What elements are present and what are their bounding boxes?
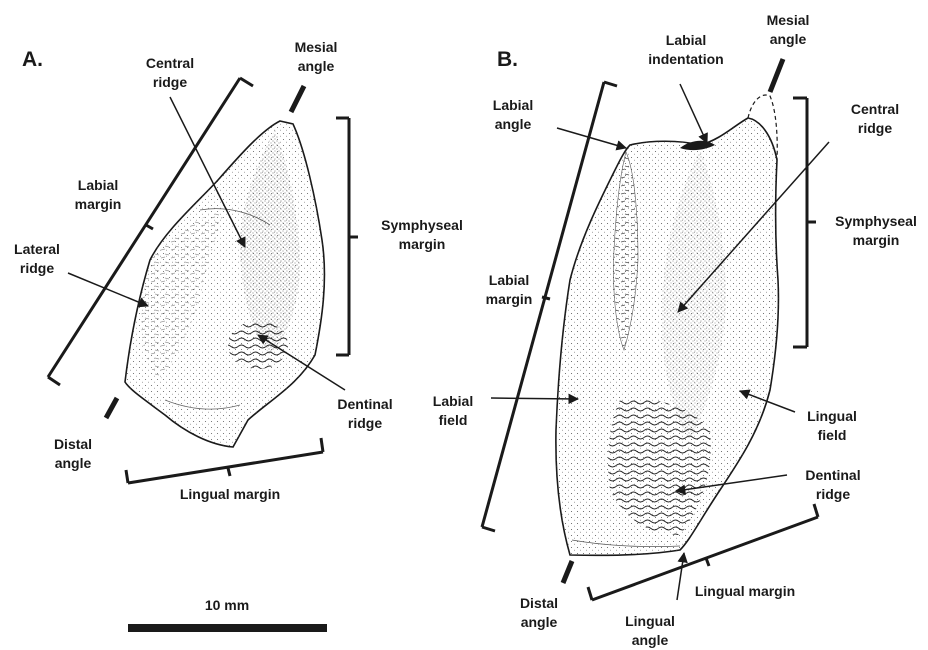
panel-b-labial-field-arrow — [491, 398, 578, 399]
panel-b-letter: B. — [497, 50, 518, 69]
panel-a-lateral-ridge-arrow — [68, 273, 148, 306]
scale-bar-label: 10 mm — [192, 596, 262, 615]
panel-b-drawing — [556, 95, 779, 555]
panel-a-drawing — [125, 121, 324, 447]
panel-b-labial-indentation-arrow — [680, 84, 707, 143]
panel-a-letter: A. — [22, 50, 43, 69]
panel-a-mesial-angle-axis — [291, 86, 304, 112]
panel-b-mesial-angle-axis — [770, 59, 783, 92]
panel-b-lingual-margin-label: Lingual margin — [683, 582, 807, 601]
panel-b-distal-angle-axis — [563, 561, 572, 583]
scale-bar-line — [128, 624, 327, 632]
panel-a-symphyseal-margin-bracket — [336, 118, 358, 355]
panel-a-distal-angle-axis — [106, 398, 117, 418]
panel-b-symphyseal-margin-bracket — [793, 98, 816, 347]
panel-a-lingual-margin-label: Lingual margin — [168, 485, 292, 504]
